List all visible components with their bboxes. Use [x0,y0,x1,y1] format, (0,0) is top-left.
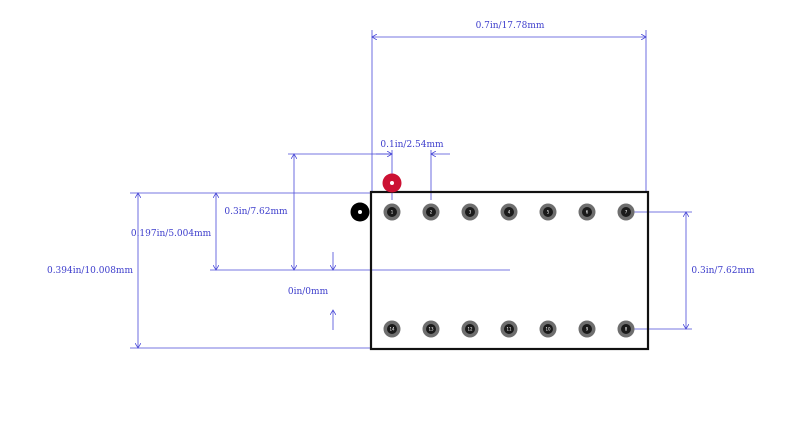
pad: 1 [383,203,401,221]
dimension-overall-height: 0.394in/10.008mm [47,193,372,348]
pin1-marker-black-dot [358,210,362,214]
pin-pitch-label: 0.1in/2.54mm [380,140,444,150]
pad: 3 [461,203,479,221]
pad: 14 [383,320,401,338]
pad-number: 5 [547,210,550,215]
pad: 12 [461,320,479,338]
pad-number: 4 [508,210,511,215]
pad-number: 12 [467,327,473,332]
row-spacing-left-label: 0.3in/7.62mm [224,207,288,217]
pad-number: 1 [391,210,394,215]
pad: 7 [617,203,635,221]
pad-number: 9 [586,327,589,332]
pad-number: 14 [389,327,395,332]
dimension-row-spacing-right: 0.3in/7.62mm [627,212,755,329]
pad: 9 [578,320,596,338]
pad-number: 2 [430,210,433,215]
dimension-row-spacing-left: 0.3in/7.62mm [224,154,392,270]
dimension-origin: 0in/0mm [288,252,333,330]
pad-number: 8 [625,327,628,332]
component-body-outline [369,190,650,351]
pad-number: 11 [506,327,512,332]
pad-row-top: 1 2 3 4 5 6 7 [383,203,635,221]
pad-number: 13 [428,327,434,332]
pad: 11 [500,320,518,338]
dimension-half-height: 0.197in/5.004mm [130,193,510,270]
pin1-marker-red-dot [390,181,394,185]
overall-height-label: 0.394in/10.008mm [47,266,133,276]
origin-label: 0in/0mm [288,287,329,297]
pad-row-bottom: 14 13 12 11 10 9 8 [383,320,635,338]
pad: 10 [539,320,557,338]
pad: 4 [500,203,518,221]
pad-number: 3 [469,210,472,215]
pad: 2 [422,203,440,221]
pad-number: 6 [586,210,589,215]
overall-width-label: 0.7in/17.78mm [476,21,545,31]
row-spacing-right-label: 0.3in/7.62mm [691,266,755,276]
pad-number: 10 [545,327,551,332]
half-height-label: 0.197in/5.004mm [131,229,212,239]
pad: 13 [422,320,440,338]
pad: 5 [539,203,557,221]
pad: 8 [617,320,635,338]
pad: 6 [578,203,596,221]
dimension-overall-width: 0.7in/17.78mm [372,21,646,192]
pad-number: 7 [625,210,628,215]
